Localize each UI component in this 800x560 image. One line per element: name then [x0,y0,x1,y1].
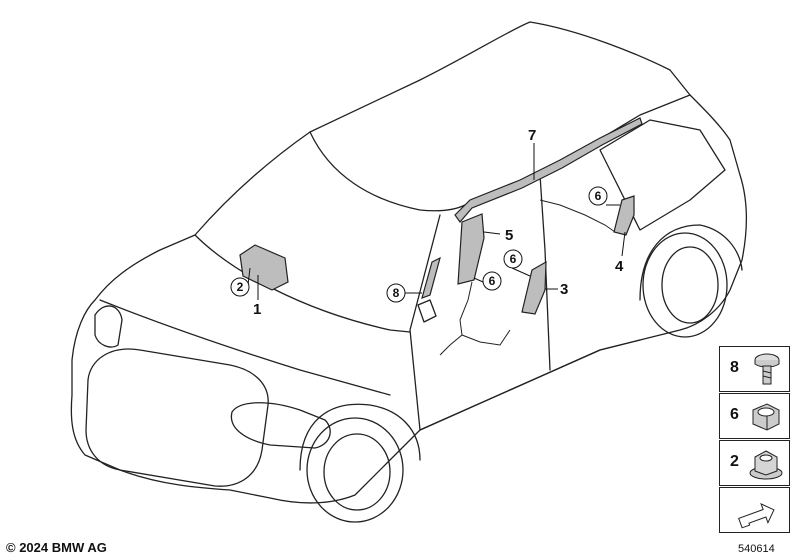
legend-cell-arrow [719,487,790,533]
legend-cell-nut: 6 [719,393,790,439]
callout-6b: 6 [510,252,517,266]
callout-8: 8 [393,286,400,300]
arrow-icon [738,502,775,529]
front-seat-side-airbag [457,213,485,285]
leader-6b [511,267,531,277]
front-wheel-rim [323,433,391,511]
callout-6c-circle: 6 [588,186,608,206]
callout-2-circle: 2 [230,277,250,297]
a-pillar-airbag-strip [421,256,441,299]
callout-3: 3 [560,281,568,298]
callout-6c: 6 [595,189,602,203]
rear-wheel [642,232,728,338]
callout-6b-circle: 6 [503,249,523,269]
side-mirror [417,299,437,323]
leader-5 [483,231,501,235]
callout-5: 5 [505,227,513,244]
screw-icon [754,353,780,385]
front-wheel-arch [299,403,421,471]
rear-side-airbag [613,195,635,236]
diagram-id: 540614 [738,543,775,555]
car-body-outline [70,21,747,504]
sill-line [419,339,641,431]
a-pillar [409,214,441,431]
rear-wheel-rim [661,246,719,324]
legend-cell-flange-nut: 2 [719,440,790,486]
leader-4 [621,231,626,257]
callout-1: 1 [253,301,261,318]
callout-8-circle: 8 [386,283,406,303]
fog-light [94,305,123,348]
leader-2 [247,267,251,286]
copyright-text: © 2024 BMW AG [6,540,107,555]
callout-2: 2 [237,280,244,294]
callout-7: 7 [528,127,536,144]
flange-nut-icon [749,450,783,480]
headlight [230,402,331,449]
wiring-harness-rear [539,199,616,233]
leader-6a [473,277,484,283]
hex-nut-icon [752,403,780,431]
front-wheel [306,417,404,523]
rear-seat-side-airbag [521,260,547,315]
legend-number-2: 2 [730,453,739,470]
callout-4: 4 [615,258,624,275]
callout-6a: 6 [489,274,496,288]
rear-window [599,119,726,231]
legend-number-6: 6 [730,406,739,423]
passenger-airbag-module [239,244,289,291]
callout-6a-circle: 6 [482,271,502,291]
hood-line [194,234,411,333]
head-airbag-curtain [454,117,643,223]
front-grille [85,348,269,487]
rear-wheel-arch [639,224,743,301]
legend-number-8: 8 [730,359,739,376]
wiring-harness-front [439,281,511,356]
legend-cell-screw: 8 [719,346,790,392]
roof-line [309,94,691,212]
hood-crease [99,299,391,396]
